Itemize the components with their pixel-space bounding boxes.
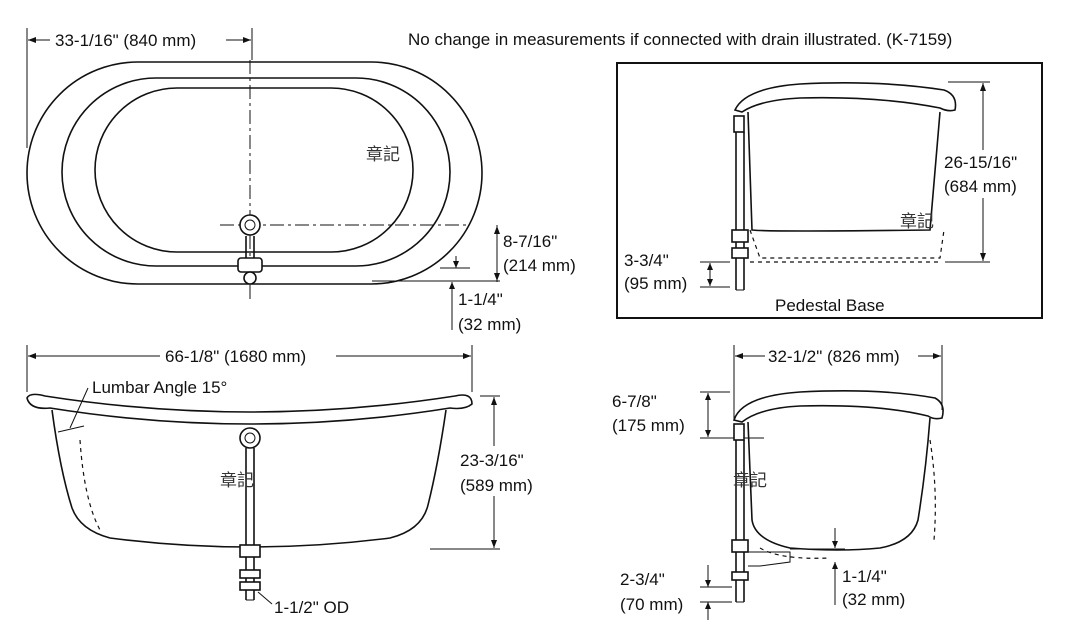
inset-pedestal-outline [749,229,945,259]
side-drain-nut-1 [239,569,261,579]
lumbar-angle-mark [57,425,85,433]
drain-circle-inner [244,219,256,231]
drain-gap-label-mm: (32 mm) [458,315,521,334]
end-drain-trap [748,551,791,567]
side-height-arrow-bottom [491,540,497,548]
pedestal-base-inset: 26-15/16" (684 mm) 3-3/4" (95 mm) Pedest… [616,62,1043,319]
inset-caption: Pedestal Base [775,296,885,315]
side-view: 66-1/8" (1680 mm) Lumbar Angle 15° 1-1/2… [26,345,550,617]
end-gap-arrow-bottom [832,562,838,569]
side-height-label-bg [458,446,550,496]
end-width-arrow-right [933,353,941,359]
side-hidden-line [79,439,101,531]
inset-height-label-in: 26-15/16" [944,153,1017,172]
end-width-arrow-left [735,353,743,359]
side-height-label-in: 23-3/16" [460,451,524,470]
inset-watermark-logo: 章記 [900,212,934,232]
drain-note: No change in measurements if connected w… [408,30,952,49]
inset-base-label-mm: (95 mm) [624,274,687,293]
end-rim-label-in: 6-7/8" [612,392,657,411]
end-rim [732,390,944,423]
inset-height-arrow-top [980,83,986,91]
top-view: 33-1/16" (840 mm) 8-7/16" (214 mm) 1-1/4… [26,28,576,334]
inset-drain-nut [731,247,749,259]
side-watermark-logo: 章記 [220,471,254,491]
width-arrow-left [28,37,36,43]
drain-offset-label-in: 8-7/16" [503,232,557,251]
overflow-fitting [237,257,263,273]
side-overflow-circle [239,427,261,449]
drain-od-label: 1-1/2" OD [274,598,349,617]
side-drain-fitting [239,544,261,558]
drain-circle [239,214,261,236]
side-height-arrow-top [491,397,497,405]
end-rim-arrow-top [705,393,711,400]
end-drain-arrow-bottom [705,602,711,609]
watermark-logo: 章記 [366,145,400,165]
end-drain-fitting [731,539,749,553]
tub-inner-rim [61,77,451,267]
inset-height-label-bg [943,150,1035,198]
end-overflow-head [733,423,745,441]
end-gap-label-mm: (32 mm) [842,590,905,609]
overflow-cap [243,271,257,285]
end-gap-label-in: 1-1/4" [842,567,887,586]
end-drain-label-in: 2-3/4" [620,570,665,589]
drain-offset-arrow-bottom [494,273,500,281]
drain-gap-arrow-bottom [449,282,455,289]
end-view: 32-1/2" (826 mm) 6-7/8" (175 mm) 2-3/4" [612,345,944,620]
end-gap-arrow-top [832,541,838,548]
top-width-label: 33-1/16" (840 mm) [55,31,196,50]
drain-gap-label-in: 1-1/4" [458,290,503,309]
side-overflow-inner [244,432,256,444]
side-drain-nut-2 [239,581,261,591]
inset-base-label-in: 3-3/4" [624,251,669,270]
inset-tub-wall [747,111,941,232]
end-watermark-logo: 章記 [733,471,767,491]
width-arrow-right [243,37,251,43]
end-drain-nut [731,571,749,581]
side-height-label-mm: (589 mm) [460,476,533,495]
side-rim [26,393,473,425]
lumbar-label: Lumbar Angle 15° [92,378,227,397]
end-hidden-line [929,439,936,541]
drain-gap-arrow-top [453,261,459,268]
inset-base-arrow-top [707,263,713,270]
end-drain-arrow-top [705,580,711,587]
end-tub-body [747,417,931,551]
inset-rim [733,82,957,113]
side-length-arrow-left [28,353,36,359]
end-drain-label-mm: (70 mm) [620,595,683,614]
side-length-label: 66-1/8" (1680 mm) [165,347,306,366]
tub-outer-rim [26,61,483,285]
drain-offset-label-mm: (214 mm) [503,256,576,275]
inset-frame [616,62,1043,319]
end-rim-arrow-bottom [705,430,711,437]
end-width-label: 32-1/2" (826 mm) [768,347,900,366]
lumbar-leader [69,387,89,429]
drain-od-leader [257,591,273,605]
side-length-arrow-right [463,353,471,359]
inset-height-arrow-bottom [980,253,986,261]
inset-overflow-head [733,115,745,133]
inset-base-arrow-bottom [707,279,713,286]
inset-height-label-mm: (684 mm) [944,177,1017,196]
inset-drain-fitting [731,229,749,243]
end-rim-label-mm: (175 mm) [612,416,685,435]
drain-offset-arrow-top [494,226,500,234]
